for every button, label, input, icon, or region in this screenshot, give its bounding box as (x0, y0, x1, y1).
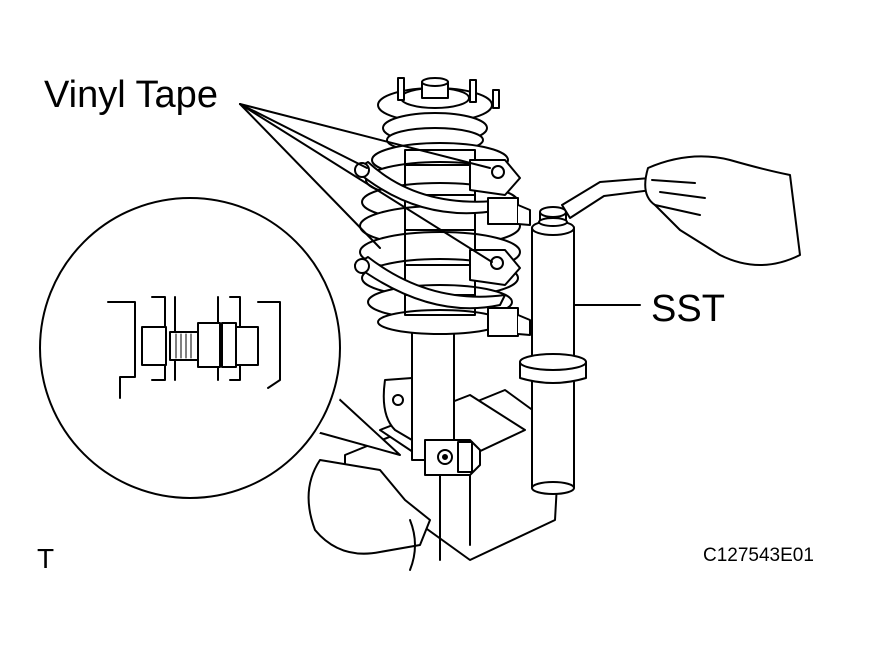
sst-label: SST (651, 288, 725, 330)
vinyl-tape-label: Vinyl Tape (44, 74, 218, 116)
top-mount (378, 78, 499, 152)
figure-code-label: C127543E01 (703, 545, 814, 566)
wrench (562, 178, 652, 218)
lower-hand (309, 460, 430, 554)
sst-cylinder (520, 207, 586, 494)
compressor-upper-arm (355, 160, 530, 225)
bushing-detail (108, 297, 280, 398)
view-mark-label: T (37, 543, 55, 574)
strut-body (384, 320, 480, 475)
detail-callout (40, 198, 400, 498)
vinyl-tape-leader-lines (240, 104, 492, 262)
compressor-lower-arm (355, 250, 530, 336)
upper-hand (645, 156, 800, 265)
